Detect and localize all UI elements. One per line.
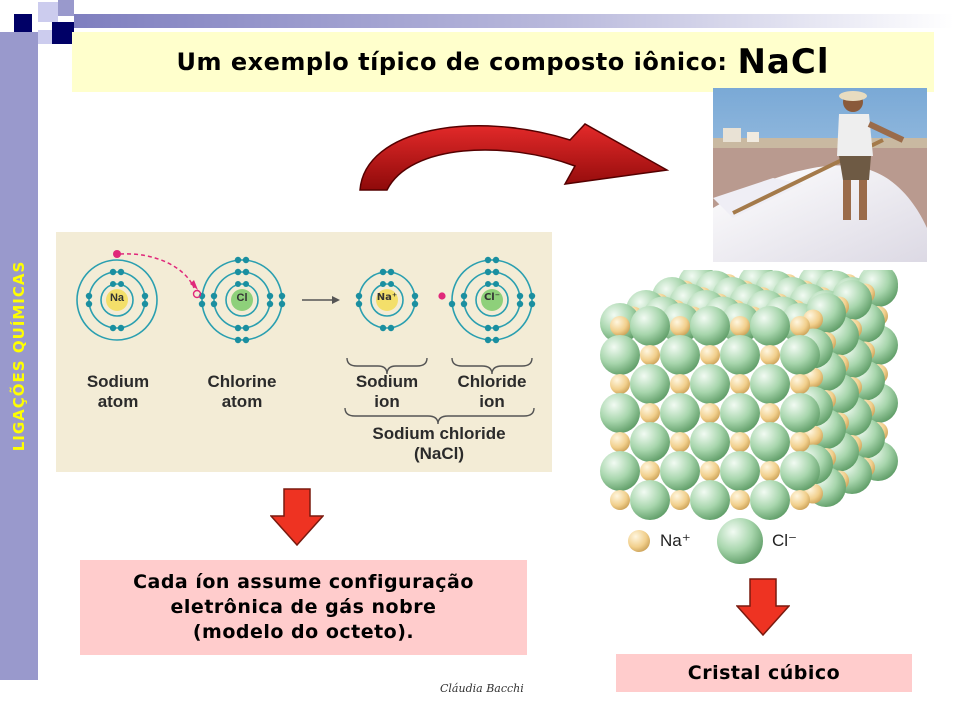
sodium-ion-sphere bbox=[790, 374, 810, 394]
octet-line-3: (modelo do octeto). bbox=[192, 621, 415, 643]
chloride-ion-sphere bbox=[630, 480, 670, 520]
decor-square-dark-1 bbox=[14, 14, 32, 32]
sodium-chloride-label-line1: Sodium chloride bbox=[372, 424, 506, 443]
sodium-ion-sphere bbox=[640, 403, 660, 423]
sodium-nucleus-symbol: Na bbox=[109, 292, 125, 304]
chloride-ion-sphere bbox=[660, 335, 700, 375]
sodium-ion-sphere bbox=[730, 490, 750, 510]
sodium-atom-label: Sodium atom bbox=[68, 372, 168, 412]
title-prefix: Um exemplo típico de composto iônico: bbox=[176, 48, 728, 76]
sodium-ion-sphere bbox=[730, 432, 750, 452]
sodium-ion-sphere bbox=[700, 403, 720, 423]
sodium-ion-sphere bbox=[610, 490, 630, 510]
sodium-atom-label-line2: atom bbox=[97, 392, 139, 411]
chlorine-nucleus-symbol: Cl bbox=[236, 292, 248, 304]
chlorine-atom-label-line1: Chlorine bbox=[207, 372, 277, 391]
chloride-ion-sphere bbox=[690, 480, 730, 520]
sidebar-label: LIGAÇÕES QUÍMICAS bbox=[10, 260, 28, 452]
chloride-ion-sphere bbox=[720, 451, 760, 491]
sodium-ion-nucleus-symbol: Na⁺ bbox=[376, 292, 398, 303]
nacl-crystal-lattice bbox=[600, 270, 898, 520]
decor-square-light-2 bbox=[38, 30, 52, 44]
sodium-ion-sphere bbox=[670, 432, 690, 452]
curved-arrow-icon bbox=[359, 123, 670, 191]
sodium-ion-sphere bbox=[760, 403, 780, 423]
decor-square-light-1 bbox=[38, 2, 58, 22]
cubic-crystal-box: Cristal cúbico bbox=[616, 654, 912, 692]
chloride-ion-label-line1: Chloride bbox=[457, 372, 527, 391]
chloride-ion-sphere bbox=[600, 451, 640, 491]
sodium-ion-sphere bbox=[640, 345, 660, 365]
sodium-ion-sphere bbox=[610, 374, 630, 394]
chloride-ion-sphere bbox=[630, 364, 670, 404]
chloride-ion-label-line2: ion bbox=[479, 392, 505, 411]
chloride-ion-sphere bbox=[750, 306, 790, 346]
sodium-ion-sphere bbox=[610, 432, 630, 452]
sodium-ion-sphere bbox=[640, 461, 660, 481]
atom-diagram-panel: Na Cl Na⁺ Cl⁻ Sodium atom Chlorine atom … bbox=[56, 232, 552, 472]
down-arrow-right-icon bbox=[736, 578, 790, 636]
chloride-ion-sphere bbox=[690, 422, 730, 462]
sodium-ion-label-line2: ion bbox=[374, 392, 400, 411]
down-arrow-left-icon bbox=[270, 488, 324, 546]
chloride-ion-sphere bbox=[720, 393, 760, 433]
sodium-ion-sphere bbox=[730, 316, 750, 336]
chloride-ion-sphere bbox=[720, 335, 760, 375]
atom-diagram bbox=[76, 250, 536, 425]
octet-line-2: eletrônica de gás nobre bbox=[170, 596, 437, 618]
sodium-ion-label-line1: Sodium bbox=[355, 372, 419, 391]
chloride-ion-nucleus-symbol: Cl⁻ bbox=[483, 292, 501, 303]
legend-na-label: Na⁺ bbox=[660, 531, 691, 550]
decor-square-dark-2 bbox=[52, 22, 74, 44]
chloride-ion-sphere bbox=[750, 422, 790, 462]
legend-cl-label: Cl⁻ bbox=[772, 531, 798, 550]
chloride-ion-sphere bbox=[690, 364, 730, 404]
sodium-ion-sphere bbox=[670, 490, 690, 510]
octet-explanation-box: Cada íon assume configuração eletrônica … bbox=[80, 560, 527, 655]
sodium-ion-sphere bbox=[610, 316, 630, 336]
chloride-ion-sphere bbox=[600, 393, 640, 433]
sodium-ion-label: Sodium ion bbox=[341, 372, 433, 412]
chloride-ion-sphere bbox=[630, 422, 670, 462]
chloride-ion-sphere bbox=[780, 393, 820, 433]
chloride-ion-sphere bbox=[600, 335, 640, 375]
author-credit: Cláudia Bacchi bbox=[440, 682, 524, 695]
sodium-ion-sphere bbox=[700, 345, 720, 365]
chloride-ion-sphere bbox=[750, 480, 790, 520]
chloride-ion-sphere bbox=[630, 306, 670, 346]
sodium-ion-sphere bbox=[760, 345, 780, 365]
chloride-ion-sphere bbox=[660, 393, 700, 433]
sodium-ion-sphere bbox=[790, 432, 810, 452]
legend-na-marker bbox=[628, 530, 650, 552]
chlorine-atom-label-line2: atom bbox=[221, 392, 263, 411]
chloride-ion-sphere bbox=[690, 306, 730, 346]
salt-worker-photo bbox=[713, 88, 927, 262]
chlorine-atom-label: Chlorine atom bbox=[192, 372, 292, 412]
chloride-ion-sphere bbox=[780, 335, 820, 375]
sidebar bbox=[0, 32, 38, 680]
legend-cl-marker bbox=[717, 518, 763, 564]
chloride-ion-label: Chloride ion bbox=[442, 372, 542, 412]
title-formula: NaCl bbox=[737, 42, 830, 82]
sodium-ion-sphere bbox=[730, 374, 750, 394]
title-box: Um exemplo típico de composto iônico: Na… bbox=[72, 32, 934, 92]
chloride-ion-sphere bbox=[750, 364, 790, 404]
chloride-ion-sphere bbox=[660, 451, 700, 491]
chloride-ion-sphere bbox=[780, 451, 820, 491]
sodium-ion-sphere bbox=[760, 461, 780, 481]
sodium-ion-sphere bbox=[670, 374, 690, 394]
page-title: Um exemplo típico de composto iônico: Na… bbox=[72, 32, 934, 92]
decor-square-mid-1 bbox=[58, 0, 74, 16]
sodium-ion-sphere bbox=[790, 316, 810, 336]
octet-line-1: Cada íon assume configuração bbox=[133, 571, 474, 593]
sodium-atom-label-line1: Sodium bbox=[86, 372, 150, 391]
sodium-ion-sphere bbox=[700, 461, 720, 481]
sodium-chloride-label-line2: (NaCl) bbox=[413, 444, 465, 463]
sodium-chloride-label: Sodium chloride (NaCl) bbox=[356, 424, 522, 464]
sodium-ion-sphere bbox=[790, 490, 810, 510]
header-gradient-bar bbox=[74, 14, 954, 28]
sodium-ion-sphere bbox=[670, 316, 690, 336]
